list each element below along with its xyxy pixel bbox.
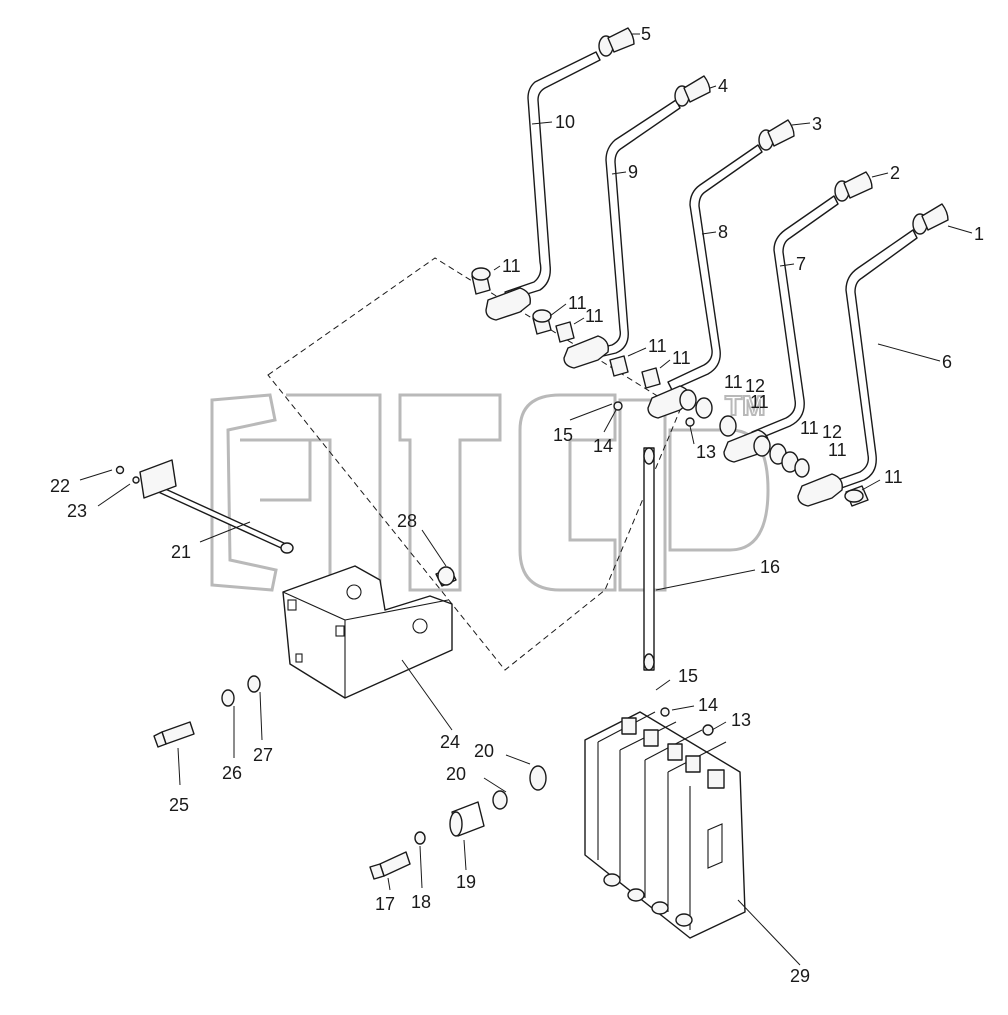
callout-14-b: 14	[698, 695, 718, 715]
callout-24: 24	[440, 732, 460, 752]
callout-14-a: 14	[593, 436, 613, 456]
callout-11-g: 11	[750, 392, 769, 412]
callouts: 5 4 3 2 1 10 9 8 7 6 11 11 11 11 11 11 1…	[50, 24, 984, 986]
fasteners	[153, 675, 547, 880]
callout-9: 9	[628, 162, 638, 182]
callout-21: 21	[171, 542, 191, 562]
watermark-logo: TM	[210, 389, 770, 592]
callout-2: 2	[890, 163, 900, 183]
callout-12-b: 12	[822, 422, 842, 442]
callout-11-d: 11	[648, 336, 667, 356]
callout-17: 17	[375, 894, 395, 914]
callout-19: 19	[456, 872, 476, 892]
lever-pivots	[471, 267, 869, 507]
callout-11-j: 11	[884, 467, 903, 487]
callout-28: 28	[397, 511, 417, 531]
callout-11-f: 11	[724, 372, 743, 392]
callout-11-c: 11	[585, 306, 604, 326]
callout-20-b: 20	[446, 764, 466, 784]
callout-11-a: 11	[502, 256, 521, 276]
callout-11-b: 11	[568, 293, 587, 313]
callout-13-b: 13	[731, 710, 751, 730]
callout-20-a: 20	[474, 741, 494, 761]
control-valve-29	[584, 707, 746, 939]
callout-13-a: 13	[696, 442, 716, 462]
callout-4: 4	[718, 76, 728, 96]
callout-15-a: 15	[553, 425, 573, 445]
callout-18: 18	[411, 892, 431, 912]
callout-5: 5	[641, 24, 651, 44]
callout-3: 3	[812, 114, 822, 134]
shaft-21	[115, 459, 294, 554]
callout-7: 7	[796, 254, 806, 274]
callout-11-h: 11	[800, 418, 819, 438]
callout-8: 8	[718, 222, 728, 242]
callout-11-e: 11	[672, 348, 691, 368]
callout-11-i: 11	[828, 440, 847, 460]
callout-6: 6	[942, 352, 952, 372]
callout-25: 25	[169, 795, 189, 815]
callout-26: 26	[222, 763, 242, 783]
callout-15-b: 15	[678, 666, 698, 686]
callout-16: 16	[760, 557, 780, 577]
bracket-24	[282, 565, 457, 699]
callout-1: 1	[974, 224, 984, 244]
link-rod-16	[643, 447, 655, 671]
callout-29: 29	[790, 966, 810, 986]
leader-lines	[79, 33, 973, 966]
callout-22: 22	[50, 476, 70, 496]
callout-23: 23	[67, 501, 87, 521]
callout-10: 10	[555, 112, 575, 132]
callout-27: 27	[253, 745, 273, 765]
callout-12-a: 12	[745, 376, 765, 396]
